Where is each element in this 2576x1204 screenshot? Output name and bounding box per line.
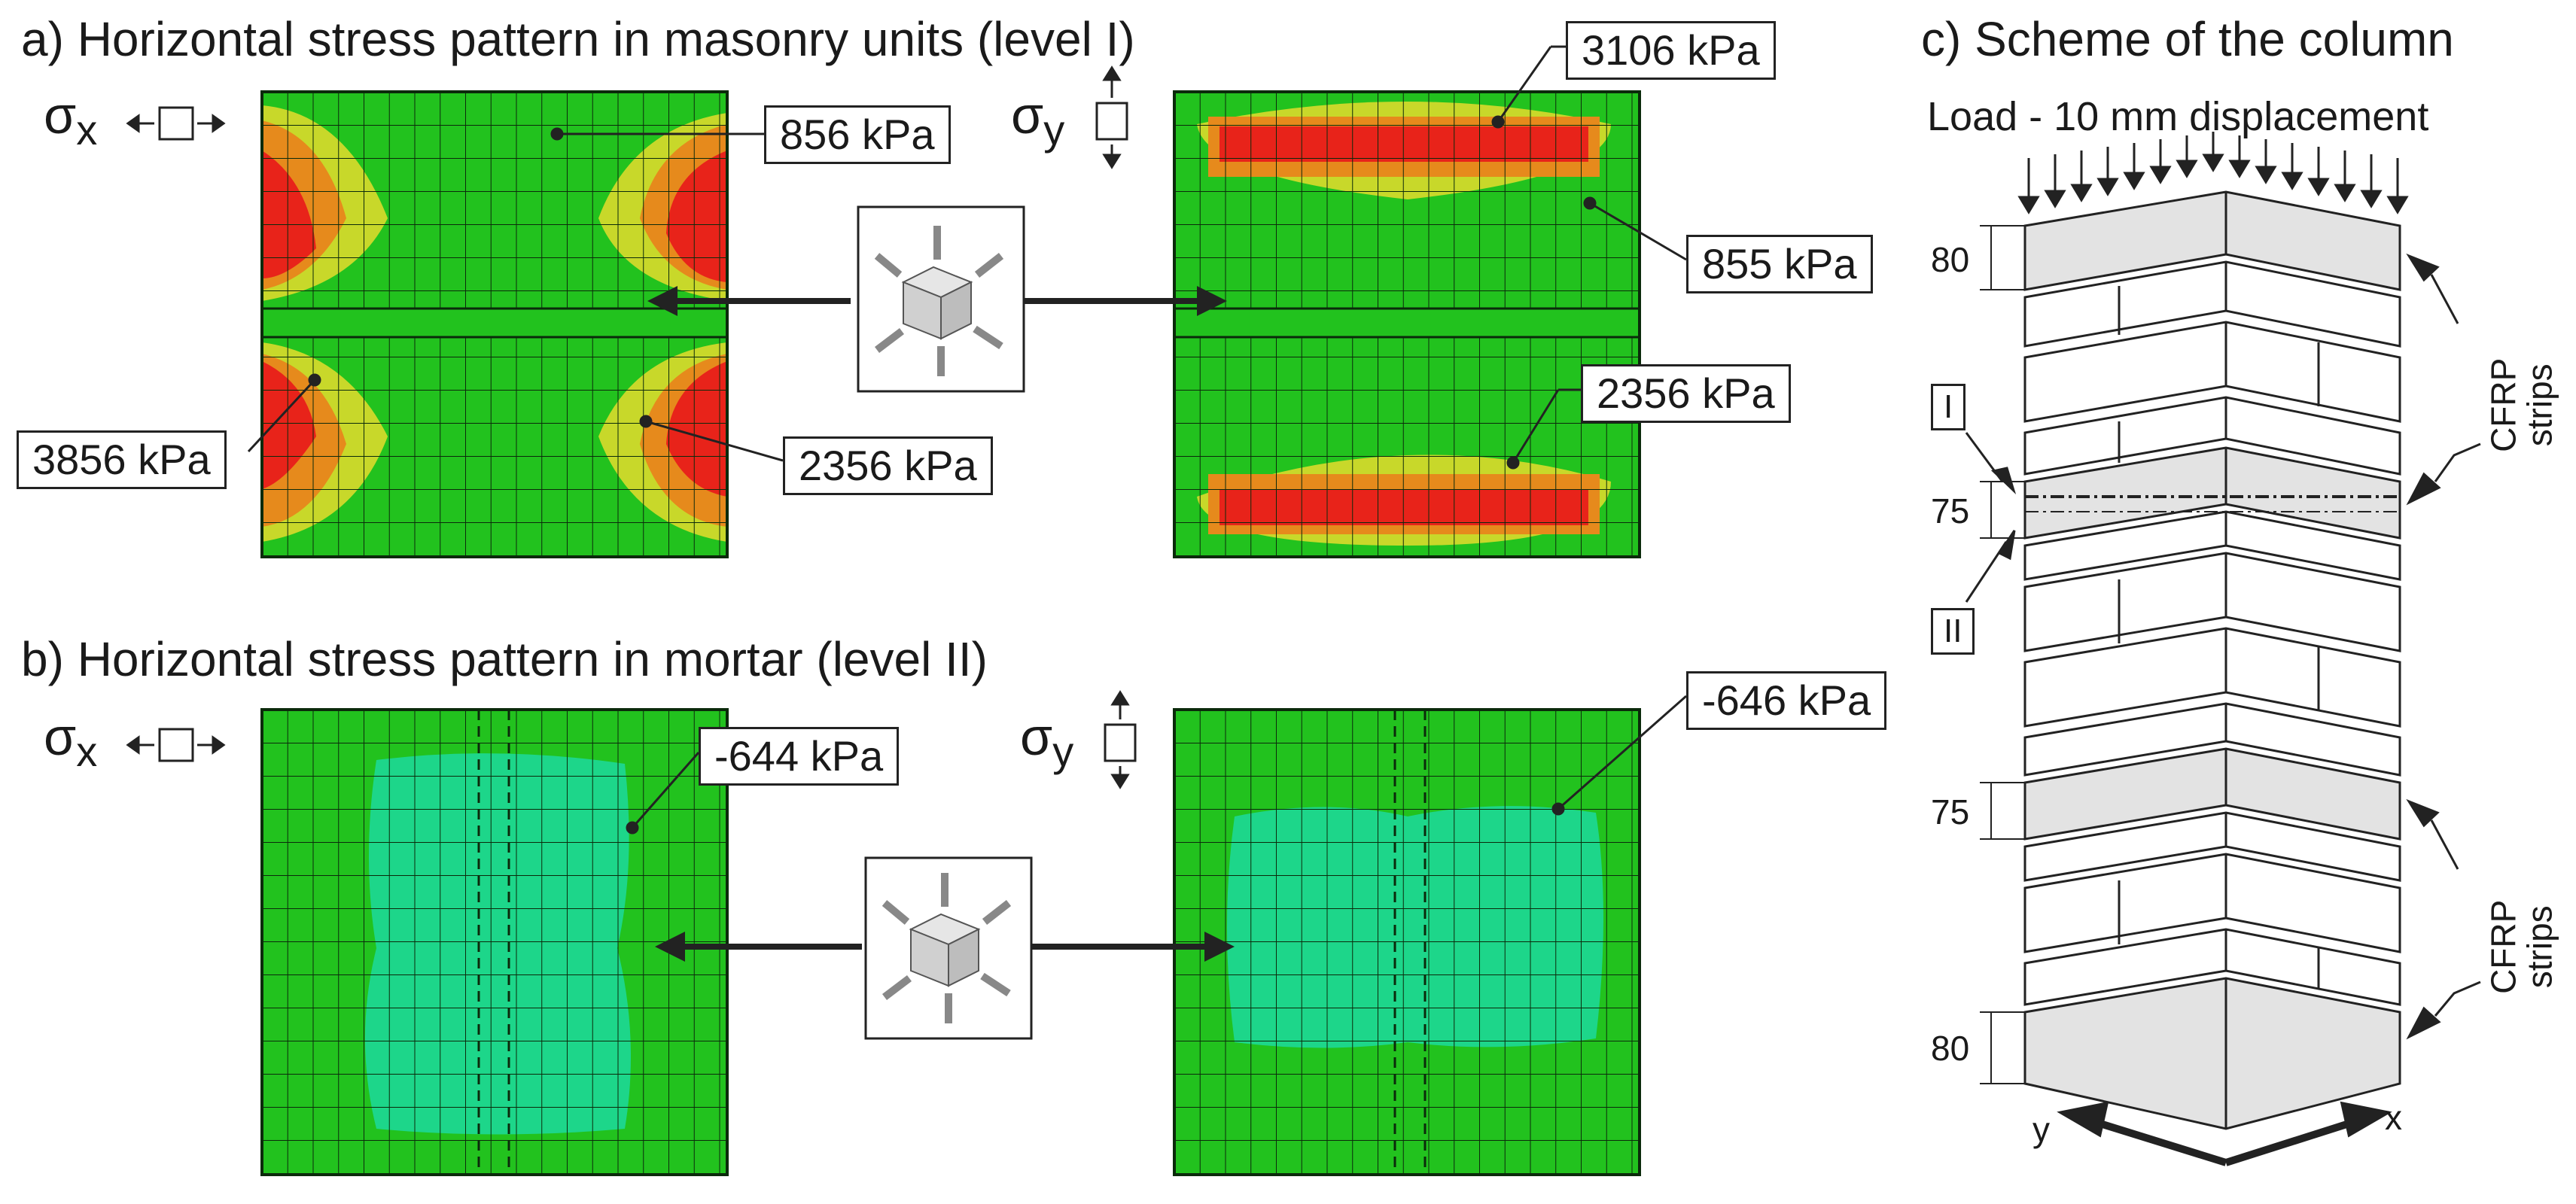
load-label: Load - 10 mm displacement <box>1927 94 2429 139</box>
sigma-y-a: σy <box>1011 86 1065 154</box>
contour-b-sy <box>1173 708 1641 1176</box>
label-a-sy-bottom: 2356 kPa <box>1581 364 1791 423</box>
title-b: b) Horizontal stress pattern in mortar (… <box>21 632 988 686</box>
axis-x-label: x <box>2385 1098 2402 1137</box>
contour-a-sy <box>1173 90 1641 558</box>
label-a-sx-left: 3856 kPa <box>17 430 227 489</box>
stress-cube-icon-b <box>655 856 1235 1040</box>
dim-top: 80 <box>1931 240 1970 279</box>
axis-arrows <box>2057 1101 2392 1166</box>
title-a: a) Horizontal stress pattern in masonry … <box>21 12 1135 66</box>
sigma-x-a: σx <box>44 86 98 154</box>
label-a-sy-top: 3106 kPa <box>1566 21 1776 80</box>
label-b-sy: -646 kPa <box>1686 671 1887 730</box>
cfrp-leaders <box>2406 253 2481 1040</box>
contour-a-sx <box>260 90 729 558</box>
label-a-sx-top: 856 kPa <box>764 105 951 164</box>
dimension-marks <box>1980 225 2025 1084</box>
stress-cube-icon-a <box>647 205 1227 393</box>
level-two-badge: II <box>1931 608 1975 655</box>
sigma-x-direction-icon <box>126 106 226 762</box>
label-b-sx: -644 kPa <box>699 727 900 786</box>
brick-stack <box>2023 190 2401 1130</box>
sigma-x-b: σx <box>44 707 98 775</box>
dim-mid: 75 <box>1931 491 1970 531</box>
level-leaders <box>1965 432 2017 603</box>
axis-y-label: y <box>2032 1110 2050 1149</box>
column-scheme <box>1965 132 2481 1166</box>
sigma-y-direction-icon <box>1095 65 1137 789</box>
level-one-badge: I <box>1931 384 1966 430</box>
label-a-sx-right: 2356 kPa <box>783 436 993 495</box>
sigma-y-b: σy <box>1020 707 1074 775</box>
dim-lower: 75 <box>1931 792 1970 832</box>
contour-b-sx <box>260 708 729 1176</box>
dim-bottom: 80 <box>1931 1029 1970 1068</box>
title-c: c) Scheme of the column <box>1921 12 2454 66</box>
leader-lines <box>247 45 1687 835</box>
load-arrows <box>2017 132 2409 214</box>
label-a-sy-right: 855 kPa <box>1686 235 1873 293</box>
